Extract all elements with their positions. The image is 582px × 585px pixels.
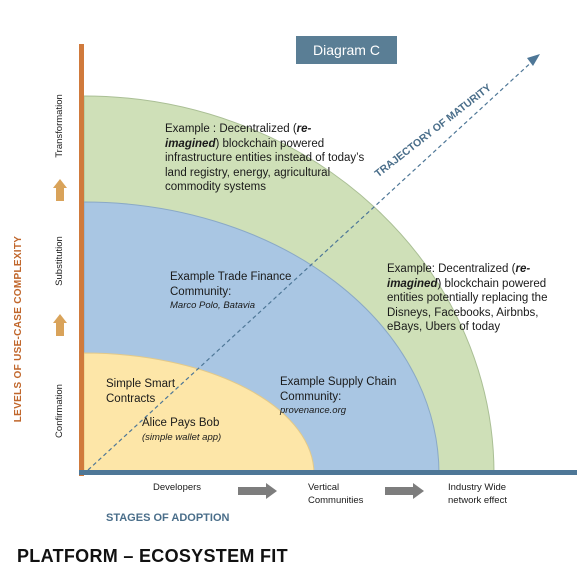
substitution-right-title: Example Supply Chain Community: bbox=[280, 376, 397, 403]
y-level-transformation: Transformation bbox=[54, 94, 65, 158]
transformation-right-prefix: Example: Decentralized ( bbox=[387, 263, 516, 275]
substitution-example-right: Example Supply Chain Community: provenan… bbox=[280, 375, 400, 419]
y-axis-label: LEVELS OF USE-CASE COMPLEXITY bbox=[13, 235, 24, 423]
transformation-right-emphasis: re-imagined bbox=[387, 263, 531, 290]
x-axis-bar bbox=[79, 470, 577, 475]
trajectory-arrow bbox=[87, 57, 537, 471]
y-level-confirmation: Confirmation bbox=[54, 384, 65, 438]
transformation-text-prefix: Example : Decentralized ( bbox=[165, 123, 297, 135]
confirmation-example: Alice Pays Bob (simple wallet app) bbox=[142, 416, 262, 445]
confirmation-example-title: Alice Pays Bob bbox=[142, 417, 220, 429]
transformation-right-suffix: ) blockchain powered entities potentiall… bbox=[387, 277, 548, 334]
up-arrow-icon bbox=[53, 314, 67, 336]
right-arrow-icon bbox=[385, 483, 424, 499]
transformation-example-right: Example: Decentralized (re-imagined) blo… bbox=[387, 262, 557, 335]
substitution-example: Example Trade Finance Community: Marco P… bbox=[170, 270, 305, 314]
page-title: PLATFORM – ECOSYSTEM FIT bbox=[17, 546, 288, 566]
transformation-text-suffix: ) blockchain powered infrastructure enti… bbox=[165, 137, 365, 194]
y-level-substitution: Substitution bbox=[54, 236, 65, 286]
substitution-sub: Marco Polo, Batavia bbox=[170, 300, 256, 311]
x-axis-label: STAGES OF ADOPTION bbox=[106, 512, 230, 524]
up-arrow-icon bbox=[53, 179, 67, 201]
substitution-right-sub: provenance.org bbox=[280, 405, 347, 416]
transformation-text-emphasis: re-imagined bbox=[165, 123, 312, 150]
x-stage-industry: Industry Wide network effect bbox=[448, 482, 507, 506]
y-axis-bar bbox=[79, 44, 84, 476]
transformation-example: Example : Decentralized (re-imagined) bl… bbox=[165, 122, 365, 195]
trajectory-arrowhead bbox=[527, 54, 540, 66]
confirmation-title: Simple Smart Contracts bbox=[106, 378, 176, 405]
x-stage-vertical: Vertical Communities bbox=[308, 482, 364, 506]
right-arrow-icon bbox=[238, 483, 277, 499]
diagram-badge: Diagram C bbox=[296, 36, 397, 64]
x-stage-developers: Developers bbox=[153, 482, 202, 493]
confirmation-ring bbox=[83, 352, 315, 475]
confirmation-example-sub: (simple wallet app) bbox=[142, 431, 222, 443]
substitution-title: Example Trade Finance Community: bbox=[170, 271, 292, 298]
